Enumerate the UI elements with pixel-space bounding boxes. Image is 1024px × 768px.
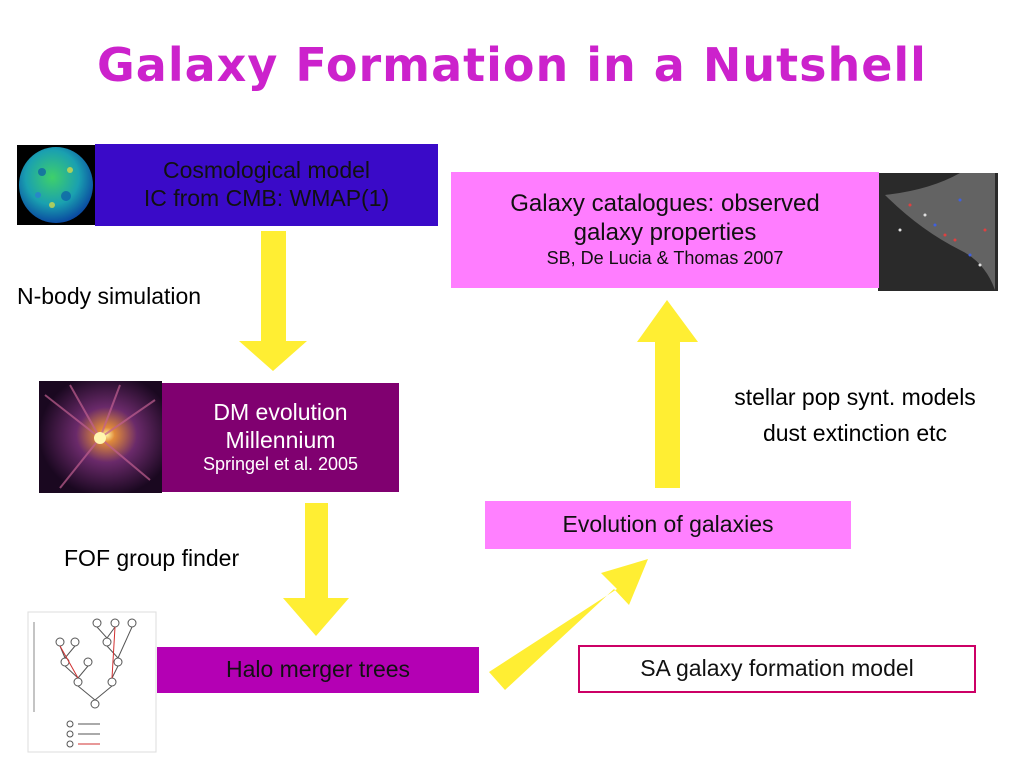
sa-model-box: SA galaxy formation model: [578, 645, 976, 693]
dm-line3: Springel et al. 2005: [202, 454, 359, 475]
dm-evolution-box: DM evolution Millennium Springel et al. …: [162, 383, 399, 492]
galaxy-catalogues-box: Galaxy catalogues: observed galaxy prope…: [451, 172, 879, 288]
stellar-pop-label: stellar pop synt. models dust extinction…: [700, 380, 1010, 451]
cmb-sphere-image: [17, 145, 95, 225]
dark-matter-web-image: [39, 381, 162, 493]
halo-line1: Halo merger trees: [225, 656, 411, 683]
evol-line1: Evolution of galaxies: [562, 511, 774, 538]
galaxy-map-image: [878, 173, 998, 291]
dm-line2: Millennium: [225, 426, 336, 453]
cat-line2: galaxy properties: [573, 219, 757, 247]
cat-line3: SB, De Lucia & Thomas 2007: [546, 248, 784, 268]
halo-merger-trees-box: Halo merger trees: [157, 647, 479, 693]
arrow-halo-to-evolution: [489, 559, 648, 690]
stellar-line1: stellar pop synt. models: [734, 384, 976, 410]
cosmo-line2: IC from CMB: WMAP(1): [143, 185, 390, 211]
dm-line1: DM evolution: [213, 399, 348, 426]
evolution-of-galaxies-box: Evolution of galaxies: [485, 501, 851, 549]
fof-group-finder-label: FOF group finder: [64, 545, 240, 571]
cat-line1: Galaxy catalogues: observed: [510, 190, 820, 218]
cosmological-model-box: Cosmological model IC from CMB: WMAP(1): [95, 144, 438, 226]
arrow-dm-to-halo: [283, 503, 349, 636]
stellar-line2: dust extinction etc: [762, 419, 948, 446]
arrow-evolution-to-catalogues: [637, 300, 698, 488]
nbody-simulation-label: N-body simulation: [17, 283, 202, 309]
cosmo-line1: Cosmological model: [162, 157, 371, 184]
arrow-cosmo-to-dm: [239, 231, 307, 371]
page-title: Galaxy Formation in a Nutshell: [97, 38, 927, 92]
merger-tree-diagram-image: [27, 611, 157, 753]
sa-line1: SA galaxy formation model: [640, 655, 914, 682]
